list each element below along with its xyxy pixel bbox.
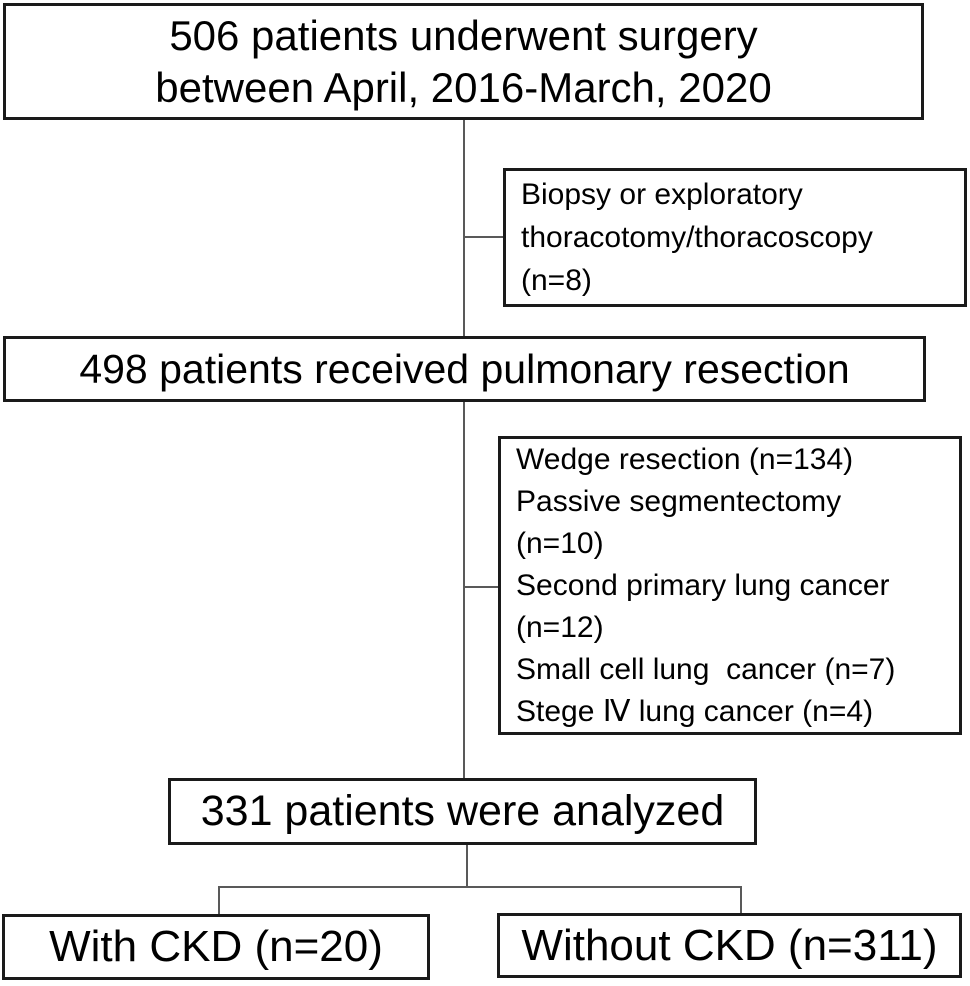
connector-drop-with-ckd <box>218 886 220 914</box>
box-pulmonary-resection: 498 patients received pulmonary resectio… <box>3 336 926 402</box>
connector-surgery-to-resection <box>463 120 465 336</box>
box-biopsy-exclusion: Biopsy or exploratory thoracotomy/thorac… <box>503 168 967 307</box>
box-analyzed-total: 331 patients were analyzed <box>168 778 757 845</box>
box-resection-exclusion: Wedge resection (n=134) Passive segmente… <box>498 436 962 735</box>
biopsy-exclusion-line-3: (n=8) <box>521 264 592 297</box>
surgery-line-2: between April, 2016-March, 2020 <box>155 63 772 111</box>
resection-exclusion-line-3: (n=10) <box>516 526 604 560</box>
resection-exclusion-line-1: Wedge resection (n=134) <box>516 442 854 476</box>
biopsy-exclusion-line-1: Biopsy or exploratory <box>521 178 803 211</box>
resection-exclusion-line-2: Passive segmentectomy <box>516 484 842 518</box>
connector-resection-to-analyzed <box>463 402 465 778</box>
resection-exclusion-line-4: Second primary lung cancer <box>516 568 890 602</box>
box-without-ckd: Without CKD (n=311) <box>497 913 962 978</box>
resection-exclusion-line-7: Stege Ⅳ lung cancer (n=4) <box>516 694 874 728</box>
box-surgery-total: 506 patients underwent surgery between A… <box>3 3 924 120</box>
connector-stub-resection-exclusion <box>463 586 498 588</box>
box-with-ckd: With CKD (n=20) <box>2 914 430 980</box>
resection-exclusion-line-5: (n=12) <box>516 610 604 644</box>
resection-text: 498 patients received pulmonary resectio… <box>79 345 850 392</box>
analyzed-text: 331 patients were analyzed <box>200 787 725 835</box>
connector-stub-biopsy-exclusion <box>463 236 503 238</box>
surgery-line-1: 506 patients underwent surgery <box>169 11 758 59</box>
without-ckd-text: Without CKD (n=311) <box>521 920 938 970</box>
connector-split-horizontal <box>218 886 742 888</box>
connector-drop-without-ckd <box>740 886 742 913</box>
biopsy-exclusion-line-2: thoracotomy/thoracoscopy <box>521 221 873 254</box>
resection-exclusion-line-6: Small cell lung cancer (n=7) <box>516 652 896 686</box>
connector-analyzed-to-split <box>466 845 468 888</box>
with-ckd-text: With CKD (n=20) <box>49 922 383 971</box>
